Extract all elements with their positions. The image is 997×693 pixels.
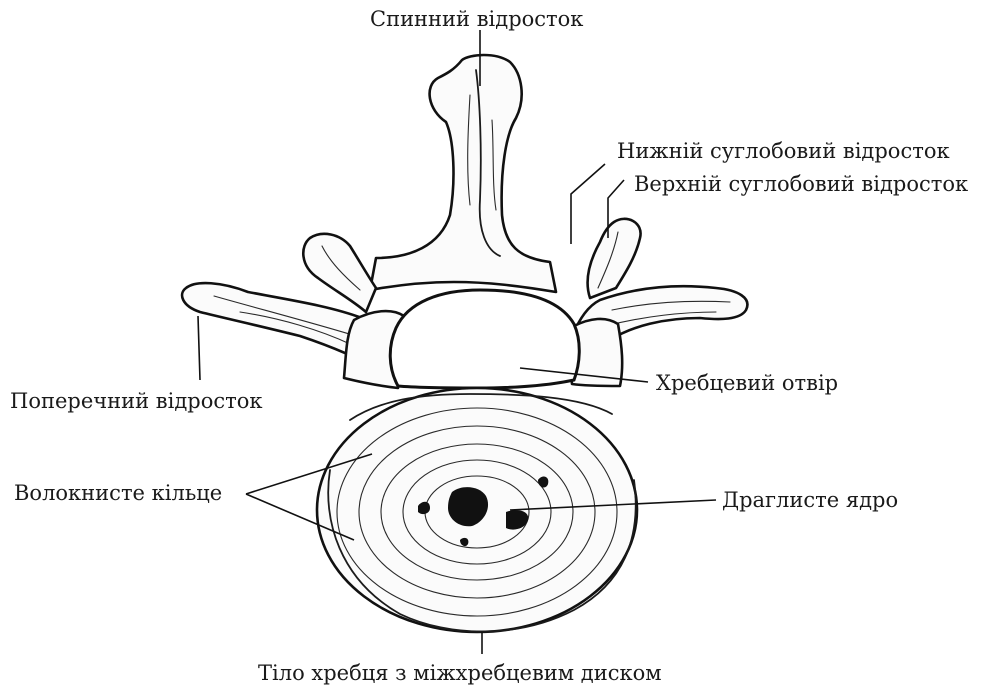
leader-inferior-articular-process [571,164,605,244]
vertebral-foramen-shape [390,290,579,388]
label-nucleus-pulposus: Драглисте ядро [722,488,898,512]
left-articular-process-shape [303,234,376,312]
spinous-process-shape [370,55,556,292]
label-inferior-articular-process: Нижній суглобовий відросток [617,139,950,163]
label-vertebral-foramen: Хребцевий отвір [656,371,838,395]
label-annulus-fibrosus: Волокнисте кільце [14,481,222,505]
right-articular-process-shape [588,219,641,298]
leader-transverse-process [198,316,200,380]
label-superior-articular-process: Верхній суглобовий відросток [634,172,968,196]
label-spinous-process: Спинний відросток [370,7,583,31]
label-transverse-process: Поперечний відросток [10,389,263,413]
label-vertebral-body-with-disc: Тіло хребця з міжхребцевим диском [258,661,662,685]
